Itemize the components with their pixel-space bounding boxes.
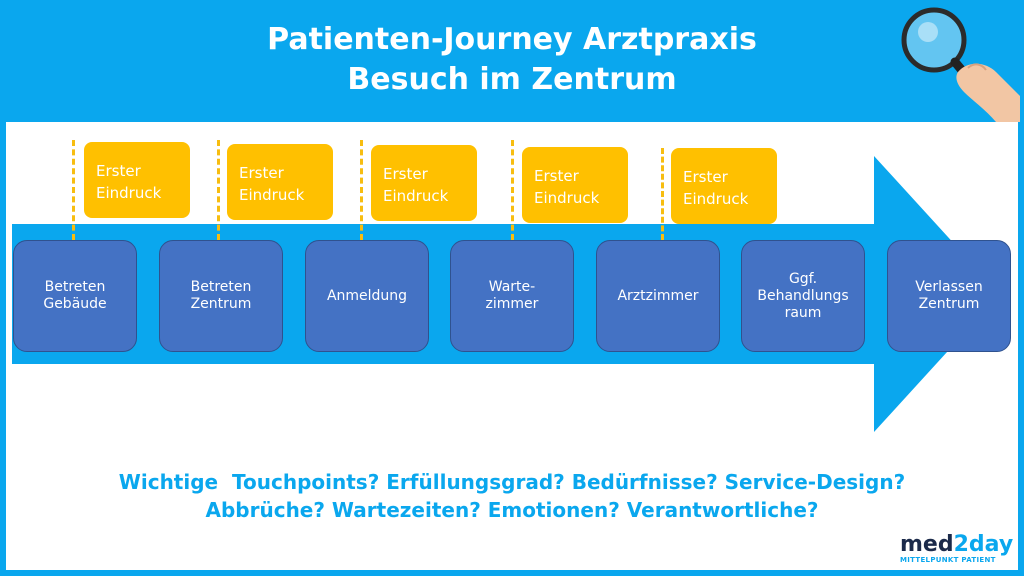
- questions-line-1: Wichtige Touchpoints? Erfüllungsgrad? Be…: [118, 470, 906, 494]
- title-line-2: Besuch im Zentrum: [347, 62, 677, 97]
- step-betreten-gebaeude: Betreten Gebäude: [13, 240, 137, 352]
- logo-part-2day: 2day: [953, 532, 1014, 557]
- logo-part-med: med: [900, 532, 954, 557]
- connector-dash: [511, 140, 514, 240]
- callout-first-impression: Erster Eindruck: [371, 145, 477, 221]
- callout-line-2: Eindruck: [239, 186, 305, 204]
- connector-dash: [360, 140, 363, 240]
- callout-line-1: Erster: [534, 167, 579, 185]
- step-verlassen-zentrum: Verlassen Zentrum: [887, 240, 1011, 352]
- callout-line-2: Eindruck: [534, 189, 600, 207]
- callout-first-impression: Erster Eindruck: [84, 142, 190, 218]
- step-label: Anmeldung: [326, 287, 408, 304]
- connector-dash: [661, 148, 664, 240]
- frame-right: [1018, 122, 1024, 576]
- connector-dash: [217, 140, 220, 240]
- logo-tagline: MITTELPUNKT PATIENT: [900, 556, 996, 564]
- step-behandlungsraum: Ggf. Behandlungs raum: [741, 240, 865, 352]
- callout-line-2: Eindruck: [683, 190, 749, 208]
- callout-line-1: Erster: [383, 165, 428, 183]
- title-line-1: Patienten-Journey Arztpraxis: [267, 22, 757, 57]
- step-anmeldung: Anmeldung: [305, 240, 429, 352]
- step-label: Warte- zimmer: [485, 279, 539, 312]
- step-label: Betreten Zentrum: [190, 279, 252, 312]
- callout-line-1: Erster: [683, 168, 728, 186]
- key-questions: Wichtige Touchpoints? Erfüllungsgrad? Be…: [0, 468, 1024, 524]
- callout-first-impression: Erster Eindruck: [227, 144, 333, 220]
- questions-line-2: Abbrüche? Wartezeiten? Emotionen? Verant…: [205, 498, 819, 522]
- callout-first-impression: Erster Eindruck: [522, 147, 628, 223]
- header-band: [0, 0, 1024, 122]
- med2day-logo: med2day MITTELPUNKT PATIENT: [900, 534, 1018, 565]
- frame-bottom: [0, 570, 1024, 576]
- callout-line-2: Eindruck: [96, 184, 162, 202]
- step-arztzimmer: Arztzimmer: [596, 240, 720, 352]
- step-label: Verlassen Zentrum: [915, 279, 983, 312]
- step-label: Ggf. Behandlungs raum: [757, 270, 849, 321]
- connector-dash: [72, 140, 75, 240]
- step-betreten-zentrum: Betreten Zentrum: [159, 240, 283, 352]
- step-label: Betreten Gebäude: [43, 279, 107, 312]
- page-title: Patienten-Journey Arztpraxis Besuch im Z…: [0, 20, 1024, 100]
- frame-left: [0, 122, 6, 576]
- magnifier-icon: [901, 7, 1020, 122]
- callout-line-1: Erster: [96, 162, 141, 180]
- callout-line-1: Erster: [239, 164, 284, 182]
- step-label: Arztzimmer: [617, 287, 699, 304]
- callout-line-2: Eindruck: [383, 187, 449, 205]
- step-wartezimmer: Warte- zimmer: [450, 240, 574, 352]
- callout-first-impression: Erster Eindruck: [671, 148, 777, 224]
